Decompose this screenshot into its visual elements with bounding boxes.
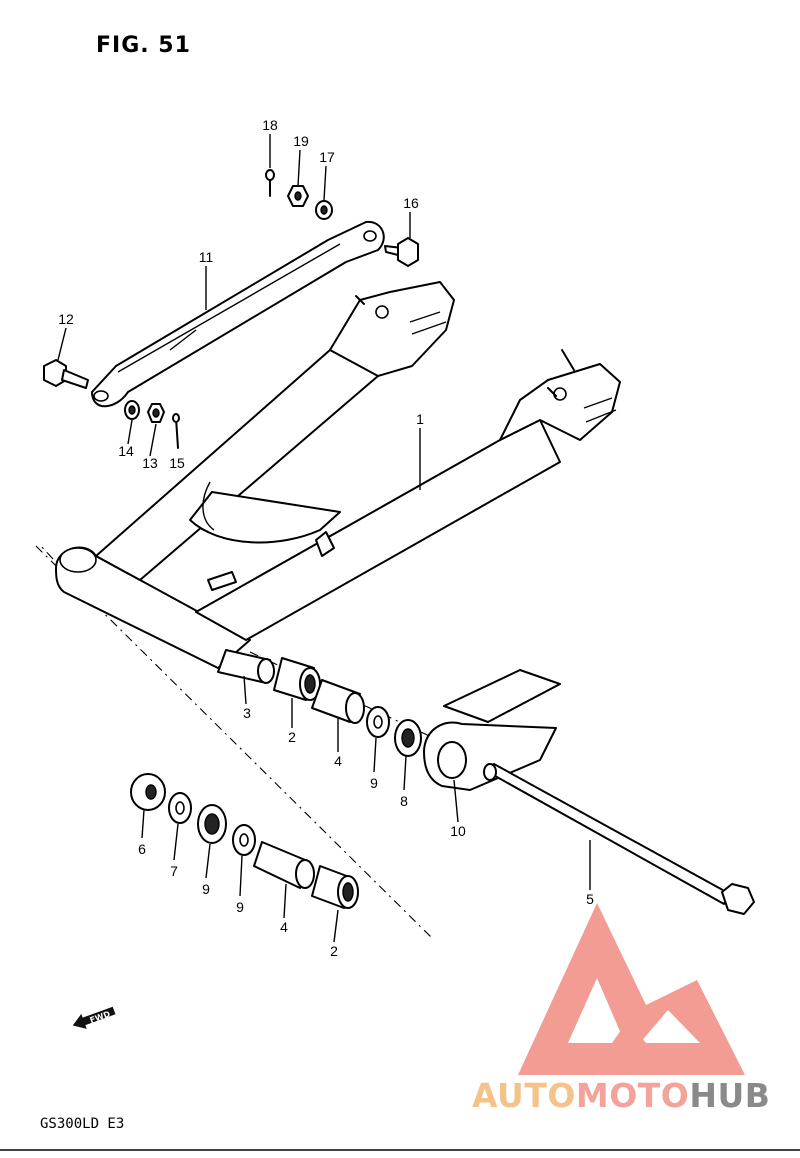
torque-link-part-11: [91, 220, 385, 408]
watermark-moto: MOTO: [576, 1076, 689, 1115]
callout-9-lower: 9: [236, 899, 244, 915]
watermark-triangle-shape: [518, 903, 745, 1075]
callout-18: 18: [262, 117, 278, 133]
bushing-part-3: [217, 649, 275, 684]
bolt-part-16: [384, 237, 419, 267]
cotter-pin-part-18: [265, 169, 275, 197]
watermark-wordmark: AUTOMOTOHUB: [472, 1076, 770, 1115]
callout-16: 16: [403, 195, 419, 211]
callout-19: 19: [293, 133, 309, 149]
leader-lines: [57, 134, 591, 943]
chain-buffer-part-10: [423, 669, 561, 791]
pivot-shaft-part-5: [483, 763, 755, 915]
cotter-pin-part-15: [172, 413, 180, 449]
watermark-logo: [518, 903, 745, 1075]
callout-9-upper: 9: [370, 775, 378, 791]
washer-part-14: [124, 400, 140, 420]
callout-8-lower: 9: [202, 881, 210, 897]
callout-2-upper: 2: [288, 729, 296, 745]
callout-12: 12: [58, 311, 74, 327]
callout-4-upper: 4: [334, 753, 342, 769]
callout-4-lower: 4: [280, 919, 288, 935]
fwd-label: FWD: [89, 1009, 112, 1025]
washer-part-9-lower: [232, 824, 256, 856]
callout-5: 5: [586, 891, 594, 907]
callout-17: 17: [319, 149, 335, 165]
nut-part-19: [287, 185, 309, 207]
needle-bearing-part-2-lower: [311, 865, 359, 909]
callout-7: 7: [170, 863, 178, 879]
callout-10: 10: [450, 823, 466, 839]
figure-title: FIG. 51: [96, 33, 191, 58]
needle-bearing-part-2-upper: [273, 657, 321, 701]
callout-3: 3: [243, 705, 251, 721]
callout-labels: 18 19 17 16 11 12 14 13 15 1 3 2 4 9 8 1…: [58, 117, 594, 959]
callout-11: 11: [199, 249, 214, 265]
fwd-arrow-icon: FWD: [72, 1006, 116, 1029]
spacer-part-4-upper: [311, 679, 365, 724]
washer-part-7: [168, 792, 192, 824]
watermark-hub: HUB: [689, 1076, 770, 1115]
callout-15: 15: [169, 455, 185, 471]
washer-part-17: [315, 200, 333, 220]
callout-6: 6: [138, 841, 146, 857]
swingarm-part-1: [55, 281, 621, 669]
callout-14: 14: [118, 443, 134, 459]
model-code: GS300LD E3: [40, 1116, 124, 1132]
seal-part-8-upper: [394, 719, 422, 757]
callout-8-upper: 8: [400, 793, 408, 809]
callout-1: 1: [416, 411, 424, 427]
washer-part-9-upper: [366, 706, 390, 738]
bolt-part-12: [43, 359, 89, 389]
nut-part-6: [130, 773, 166, 811]
watermark-auto: AUTO: [472, 1076, 576, 1115]
spacer-part-4-lower: [253, 841, 315, 889]
seal-part-8-lower: [197, 804, 227, 844]
nut-part-13: [147, 403, 165, 423]
callout-2-lower: 2: [330, 943, 338, 959]
callout-13: 13: [142, 455, 158, 471]
